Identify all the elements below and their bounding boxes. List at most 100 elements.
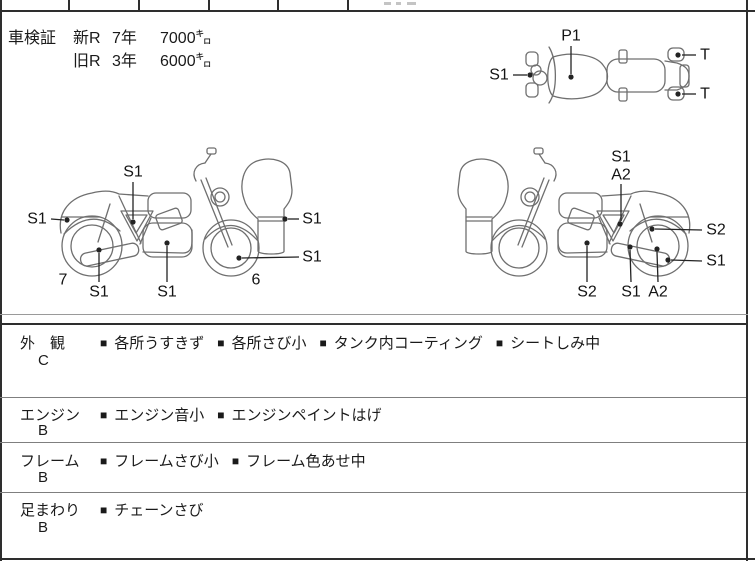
leader-dot: [282, 216, 288, 222]
condition-item: ■エンジン音小: [100, 404, 204, 425]
motorcycle-top-view-diagram: [525, 46, 690, 104]
condition-item-text: エンジン音小: [114, 407, 205, 424]
diagram-label: T: [700, 86, 710, 103]
condition-items: ■エンジン音小 ■ エンジンペイントはげ: [100, 404, 382, 425]
registration-distance: 7000㌔: [160, 30, 212, 47]
leader-line: [670, 259, 703, 262]
table-column-divider: [347, 0, 349, 11]
condition-item: ■フレーム色あせ中: [232, 450, 366, 471]
diagram-label: A2: [611, 167, 631, 184]
diagram-label: P1: [561, 28, 581, 45]
leader-dot: [130, 219, 136, 225]
leader-dot: [236, 255, 242, 261]
diagram-label: T: [700, 47, 710, 64]
diagram-label: S1: [611, 149, 631, 166]
condition-item-text: 各所さび小: [231, 335, 307, 352]
leader-dot: [164, 240, 170, 246]
cutoff-text-mark: [384, 2, 391, 5]
motorcycle-left-side-diagram: [457, 147, 691, 277]
condition-item: ■各所うすきず: [100, 332, 204, 353]
leader-dot: [654, 246, 660, 252]
square-bullet-icon: ■: [100, 336, 108, 350]
diagram-label: S2: [577, 284, 597, 301]
registration-year: 3年: [112, 53, 137, 70]
square-bullet-icon: ■: [100, 454, 108, 468]
registration-label: 車検証: [8, 30, 57, 47]
table-column-divider: [68, 0, 70, 11]
condition-item-text: タンク内コーティング: [333, 335, 483, 352]
leader-dot: [64, 217, 70, 223]
condition-item: ■シートしみ中: [496, 332, 600, 353]
leader-dot: [627, 244, 633, 250]
square-bullet-icon: ■: [217, 408, 225, 422]
motorcycle-right-side-diagram: [59, 147, 293, 277]
side-view-bike-mirrored: [490, 147, 691, 277]
square-bullet-icon: ■: [100, 503, 108, 517]
condition-item: ■ タンク内コーティング: [320, 332, 483, 353]
condition-items: ■ チェーンさび: [100, 499, 204, 520]
condition-grade: B: [38, 469, 49, 486]
diagram-label: S1: [621, 284, 641, 301]
leader-dot: [568, 74, 574, 80]
square-bullet-icon: ■: [231, 454, 240, 468]
condition-row-frame: フレーム B ■フレームさび小■フレーム色あせ中: [0, 442, 746, 493]
condition-item-text: シートしみ中: [510, 335, 601, 352]
leader-dot: [675, 91, 681, 97]
leader-dot: [649, 226, 655, 232]
header-bottom-rule: [0, 10, 755, 12]
diagram-section-separator-thin: [0, 314, 748, 315]
left-border: [0, 0, 2, 561]
diagram-label: S1: [302, 211, 322, 228]
leader-dot: [617, 221, 623, 227]
diagram-label: S1: [89, 284, 109, 301]
registration-rows: 新R 7年 7000㌔ 旧R 3年 6000㌔: [73, 30, 212, 76]
condition-row-exterior: 外 観 C ■各所うすきず■各所さび小■タンク内コーティング■シートしみ中: [0, 324, 746, 398]
top-view-labels: S1 P1T T: [489, 28, 710, 103]
square-bullet-icon: ■: [319, 336, 327, 350]
leader-line: [241, 256, 300, 259]
diagram-label: S1: [302, 249, 322, 266]
condition-item-text: チェーンさび: [114, 502, 204, 519]
diagram-label: S1: [157, 284, 177, 301]
condition-item: ■ エンジンペイントはげ: [217, 404, 381, 425]
condition-category: エンジン: [20, 407, 81, 424]
registration-year: 7年: [112, 30, 137, 47]
diagram-label: S1: [706, 253, 726, 270]
leader-dot: [584, 240, 590, 246]
condition-row-undercarriage: 足まわり B ■ チェーンさび: [0, 492, 746, 558]
condition-grade: C: [38, 352, 49, 369]
condition-row-engine: エンジン B ■エンジン音小■エンジンペイントはげ: [0, 397, 746, 443]
registration-distance: 6000㌔: [160, 53, 212, 70]
table-column-divider: [208, 0, 210, 11]
diagram-label: S1: [27, 211, 47, 228]
leader-line: [656, 251, 659, 283]
diagram-label: 6: [252, 272, 261, 289]
diagram-label: S1: [489, 67, 509, 84]
condition-category: 足まわり: [20, 502, 81, 519]
right-border: [746, 0, 748, 561]
leader-line: [654, 228, 703, 231]
cutoff-text-mark: [396, 2, 401, 5]
registration-row-old: 旧R 3年 6000㌔: [73, 53, 212, 71]
diagram-section-separator-thick: [0, 323, 748, 325]
leader-dot: [665, 257, 671, 263]
registration-row-new: 新R 7年 7000㌔: [73, 30, 212, 48]
condition-item: ■フレームさび小: [100, 450, 219, 471]
leader-dot: [96, 247, 102, 253]
condition-items: ■各所うすきず■各所さび小■タンク内コーティング■シートしみ中: [100, 332, 600, 353]
diagram-label: S2: [706, 222, 726, 239]
condition-item-text: エンジンペイントはげ: [231, 407, 382, 424]
front-view-bike: [241, 158, 293, 255]
side-view-bike: [59, 147, 260, 277]
bottom-border: [0, 558, 755, 560]
condition-grade: B: [38, 519, 49, 536]
square-bullet-icon: ■: [217, 336, 225, 350]
condition-item: ■ チェーンさび: [100, 499, 204, 520]
diagram-label: 7: [59, 272, 68, 289]
leader-line: [629, 249, 632, 283]
rear-view-bike: [457, 158, 509, 255]
table-column-divider: [277, 0, 279, 11]
